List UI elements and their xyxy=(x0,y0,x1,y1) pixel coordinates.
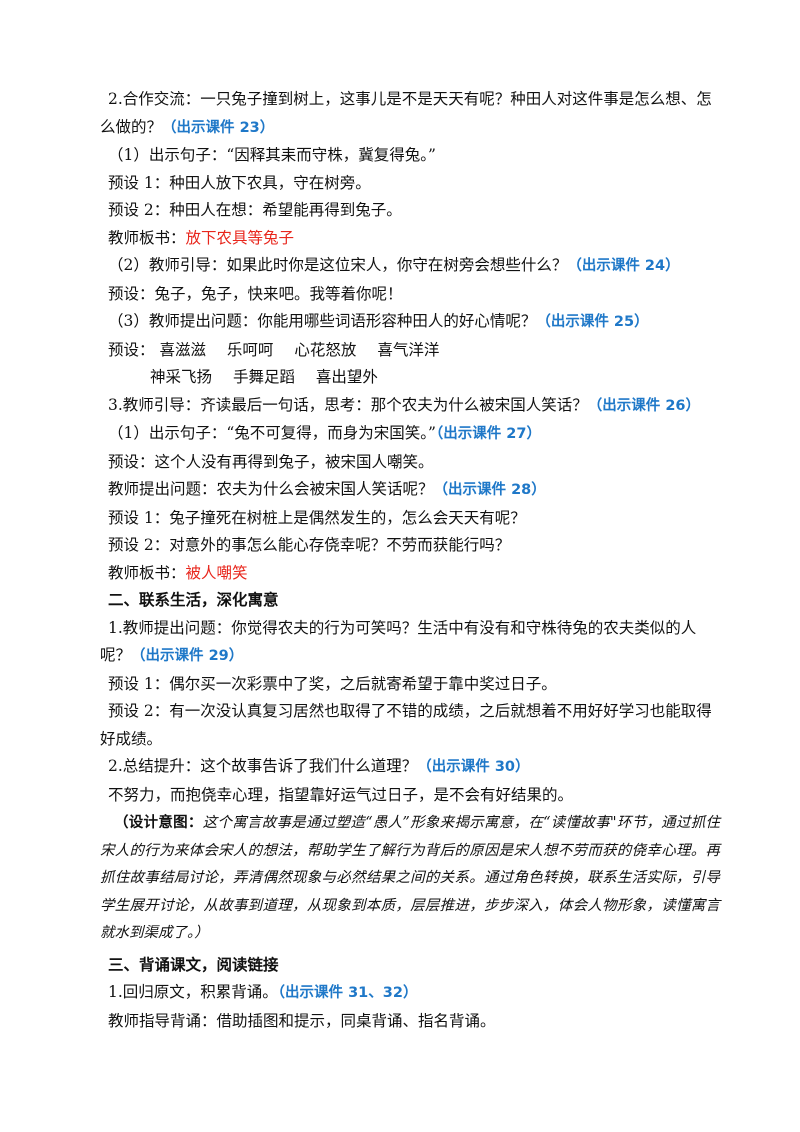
courseware-ref: （出示课件 25） xyxy=(536,314,649,330)
word-option: 手舞足蹈 xyxy=(232,368,295,386)
section-heading: 三、背诵课文，阅读链接 xyxy=(108,955,279,974)
design-intent: （设计意图：这个寓言故事是通过塑造“愚人”形象来揭示寓意，在“读懂故事"环节，通… xyxy=(100,814,720,941)
blackboard-note: 被人嘲笑 xyxy=(185,563,248,582)
paragraph-preset: 预设：兔子，兔子，快来吧。我等着你呢！ xyxy=(108,284,403,303)
word-option: 心花怒放 xyxy=(294,340,357,359)
blackboard-note: 放下农具等兔子 xyxy=(185,228,295,247)
paragraph-summary: 2.总结提升：这个故事告诉了我们什么道理？（出示课件 30） xyxy=(108,757,530,775)
paragraph-preset: 预设：这个人没有再得到兔子，被宋国人嘲笑。 xyxy=(108,452,434,471)
paragraph-recite: 1.回归原文，积累背诵。（出示课件 31、32） xyxy=(108,983,418,1001)
paragraph-blackboard: 教师板书：放下农具等兔子 xyxy=(108,228,295,247)
paragraph-preset-words-2: 神采飞扬 手舞足蹈 喜出望外 xyxy=(100,364,720,392)
word-option: 乐呵呵 xyxy=(226,340,274,359)
word-option: 神采飞扬 xyxy=(150,368,213,386)
section-heading: 二、联系生活，深化寓意 xyxy=(108,591,279,609)
paragraph-guide: （2）教师引导：如果此时你是这位宋人，你守在树旁会想些什么？（出示课件 24） xyxy=(108,256,680,274)
courseware-ref: （出示课件 30） xyxy=(417,759,530,775)
paragraph-recite-guide: 教师指导背诵：借助插图和提示，同桌背诵、指名背诵。 xyxy=(108,1011,496,1030)
paragraph-cooperation: 2.合作交流：一只兔子撞到树上，这事儿是不是天天有呢？种田人对这件事是怎么想、怎… xyxy=(100,90,712,136)
paragraph-preset: 预设 2：有一次没认真复习居然也取得了不错的成绩，之后就想着不用好好学习也能取得… xyxy=(100,702,712,748)
paragraph-question: 教师提出问题：农夫为什么会被宋国人笑话呢？（出示课件 28） xyxy=(108,480,546,498)
design-intent-label: （设计意图： xyxy=(114,814,203,831)
paragraph-preset: 预设 1：兔子撞死在树桩上是偶然发生的，怎么会天天有呢？ xyxy=(108,508,526,527)
courseware-ref: （出示课件 24） xyxy=(567,258,680,274)
courseware-ref: （出示课件 27） xyxy=(435,426,541,442)
paragraph-guide: 3.教师引导：齐读最后一句话，思考：那个农夫为什么被宋国人笑话？（出示课件 26… xyxy=(108,395,701,414)
paragraph-question: （3）教师提出问题：你能用哪些词语形容种田人的好心情呢？（出示课件 25） xyxy=(108,312,649,330)
courseware-ref: （出示课件 26） xyxy=(587,397,701,414)
paragraph-preset-words: 预设： 喜滋滋 乐呵呵 心花怒放 喜气洋洋 xyxy=(100,337,720,365)
paragraph-blackboard: 教师板书：被人嘲笑 xyxy=(108,563,248,582)
paragraph-moral: 不努力，而抱侥幸心理，指望靠好运气过日子，是不会有好结果的。 xyxy=(108,785,574,804)
courseware-ref: （出示课件 29） xyxy=(131,648,244,664)
paragraph-preset: 预设 1：种田人放下农具，守在树旁。 xyxy=(108,173,371,192)
courseware-ref: （出示课件 23） xyxy=(162,119,275,136)
word-option: 喜滋滋 xyxy=(159,340,206,359)
document-body: 2.合作交流：一只兔子撞到树上，这事儿是不是天天有呢？种田人对这件事是怎么想、怎… xyxy=(100,86,720,1035)
courseware-ref: （出示课件 28） xyxy=(433,482,546,498)
paragraph-question: 1.教师提出问题：你觉得农夫的行为可笑吗？生活中有没有和守株待兔的农夫类似的人呢… xyxy=(100,618,697,665)
courseware-ref: （出示课件 31、32） xyxy=(277,985,418,1001)
paragraph-preset: 预设 2：对意外的事怎么能心存侥幸呢？不劳而获能行吗？ xyxy=(108,536,511,554)
paragraph-preset: 预设 1：偶尔买一次彩票中了奖，之后就寄希望于靠中奖过日子。 xyxy=(108,674,557,693)
paragraph-show-sentence: （1）出示句子：“兔不可复得，而身为宋国笑。”（出示课件 27） xyxy=(108,424,541,442)
paragraph-preset: 预设 2：种田人在想：希望能再得到兔子。 xyxy=(108,201,402,219)
paragraph-show-sentence: （1）出示句子：“因释其耒而守株，冀复得兔。” xyxy=(108,146,436,164)
word-option: 喜气洋洋 xyxy=(377,340,440,359)
word-option: 喜出望外 xyxy=(315,368,378,386)
